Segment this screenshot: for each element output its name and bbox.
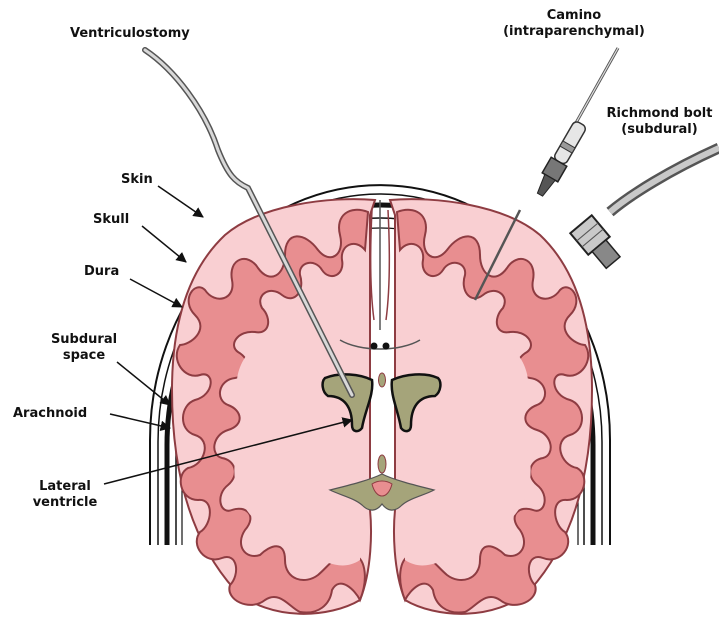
label-skin: Skin xyxy=(121,172,153,188)
label-subdural-line1: Subdural xyxy=(44,332,124,348)
fissure-left xyxy=(371,210,374,320)
label-richmond-line2: (subdural) xyxy=(600,122,719,138)
label-arachnoid: Arachnoid xyxy=(13,406,87,422)
label-ventriculostomy: Ventriculostomy xyxy=(70,26,190,42)
label-subdural-space: Subdural space xyxy=(44,332,124,364)
pericallosal-dot-left xyxy=(371,343,378,350)
label-subdural-line2: space xyxy=(44,348,124,364)
label-camino-line2: (intraparenchymal) xyxy=(484,24,664,40)
brain xyxy=(172,199,592,614)
label-richmond-bolt: Richmond bolt (subdural) xyxy=(600,106,719,138)
label-richmond-line1: Richmond bolt xyxy=(600,106,719,122)
dura-arrow xyxy=(130,279,182,307)
label-camino: Camino (intraparenchymal) xyxy=(484,8,664,40)
fissure-right xyxy=(386,210,389,320)
label-lateral-line1: Lateral xyxy=(25,479,105,495)
label-lateral-ventricle: Lateral ventricle xyxy=(25,479,105,511)
label-dura: Dura xyxy=(84,264,119,280)
subdural-arrow xyxy=(117,362,170,405)
label-camino-line1: Camino xyxy=(484,8,664,24)
pericallosal-dot-right xyxy=(383,343,390,350)
label-lateral-line2: ventricle xyxy=(25,495,105,511)
skin-arrow xyxy=(158,186,203,217)
third-ventricle xyxy=(378,455,386,473)
arachnoid-arrow xyxy=(110,414,170,428)
camino-transducer-body xyxy=(553,120,587,165)
septum-pellucidum xyxy=(379,373,386,387)
label-skull: Skull xyxy=(93,212,129,228)
skull-arrow xyxy=(142,226,186,262)
richmond-bolt xyxy=(570,148,719,272)
